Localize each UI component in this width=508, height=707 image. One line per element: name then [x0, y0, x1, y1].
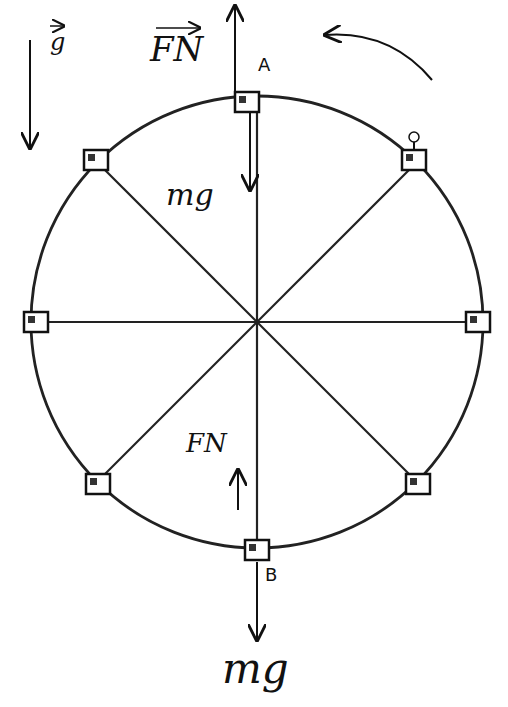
weight-label: mg — [166, 180, 214, 210]
weight-label: mg — [222, 648, 289, 690]
vector-label: g — [50, 30, 65, 54]
normal-force-label: FN — [186, 430, 227, 456]
normal-force-label: FN — [150, 32, 203, 66]
point-label: A — [258, 56, 270, 74]
point-label: B — [265, 566, 277, 584]
